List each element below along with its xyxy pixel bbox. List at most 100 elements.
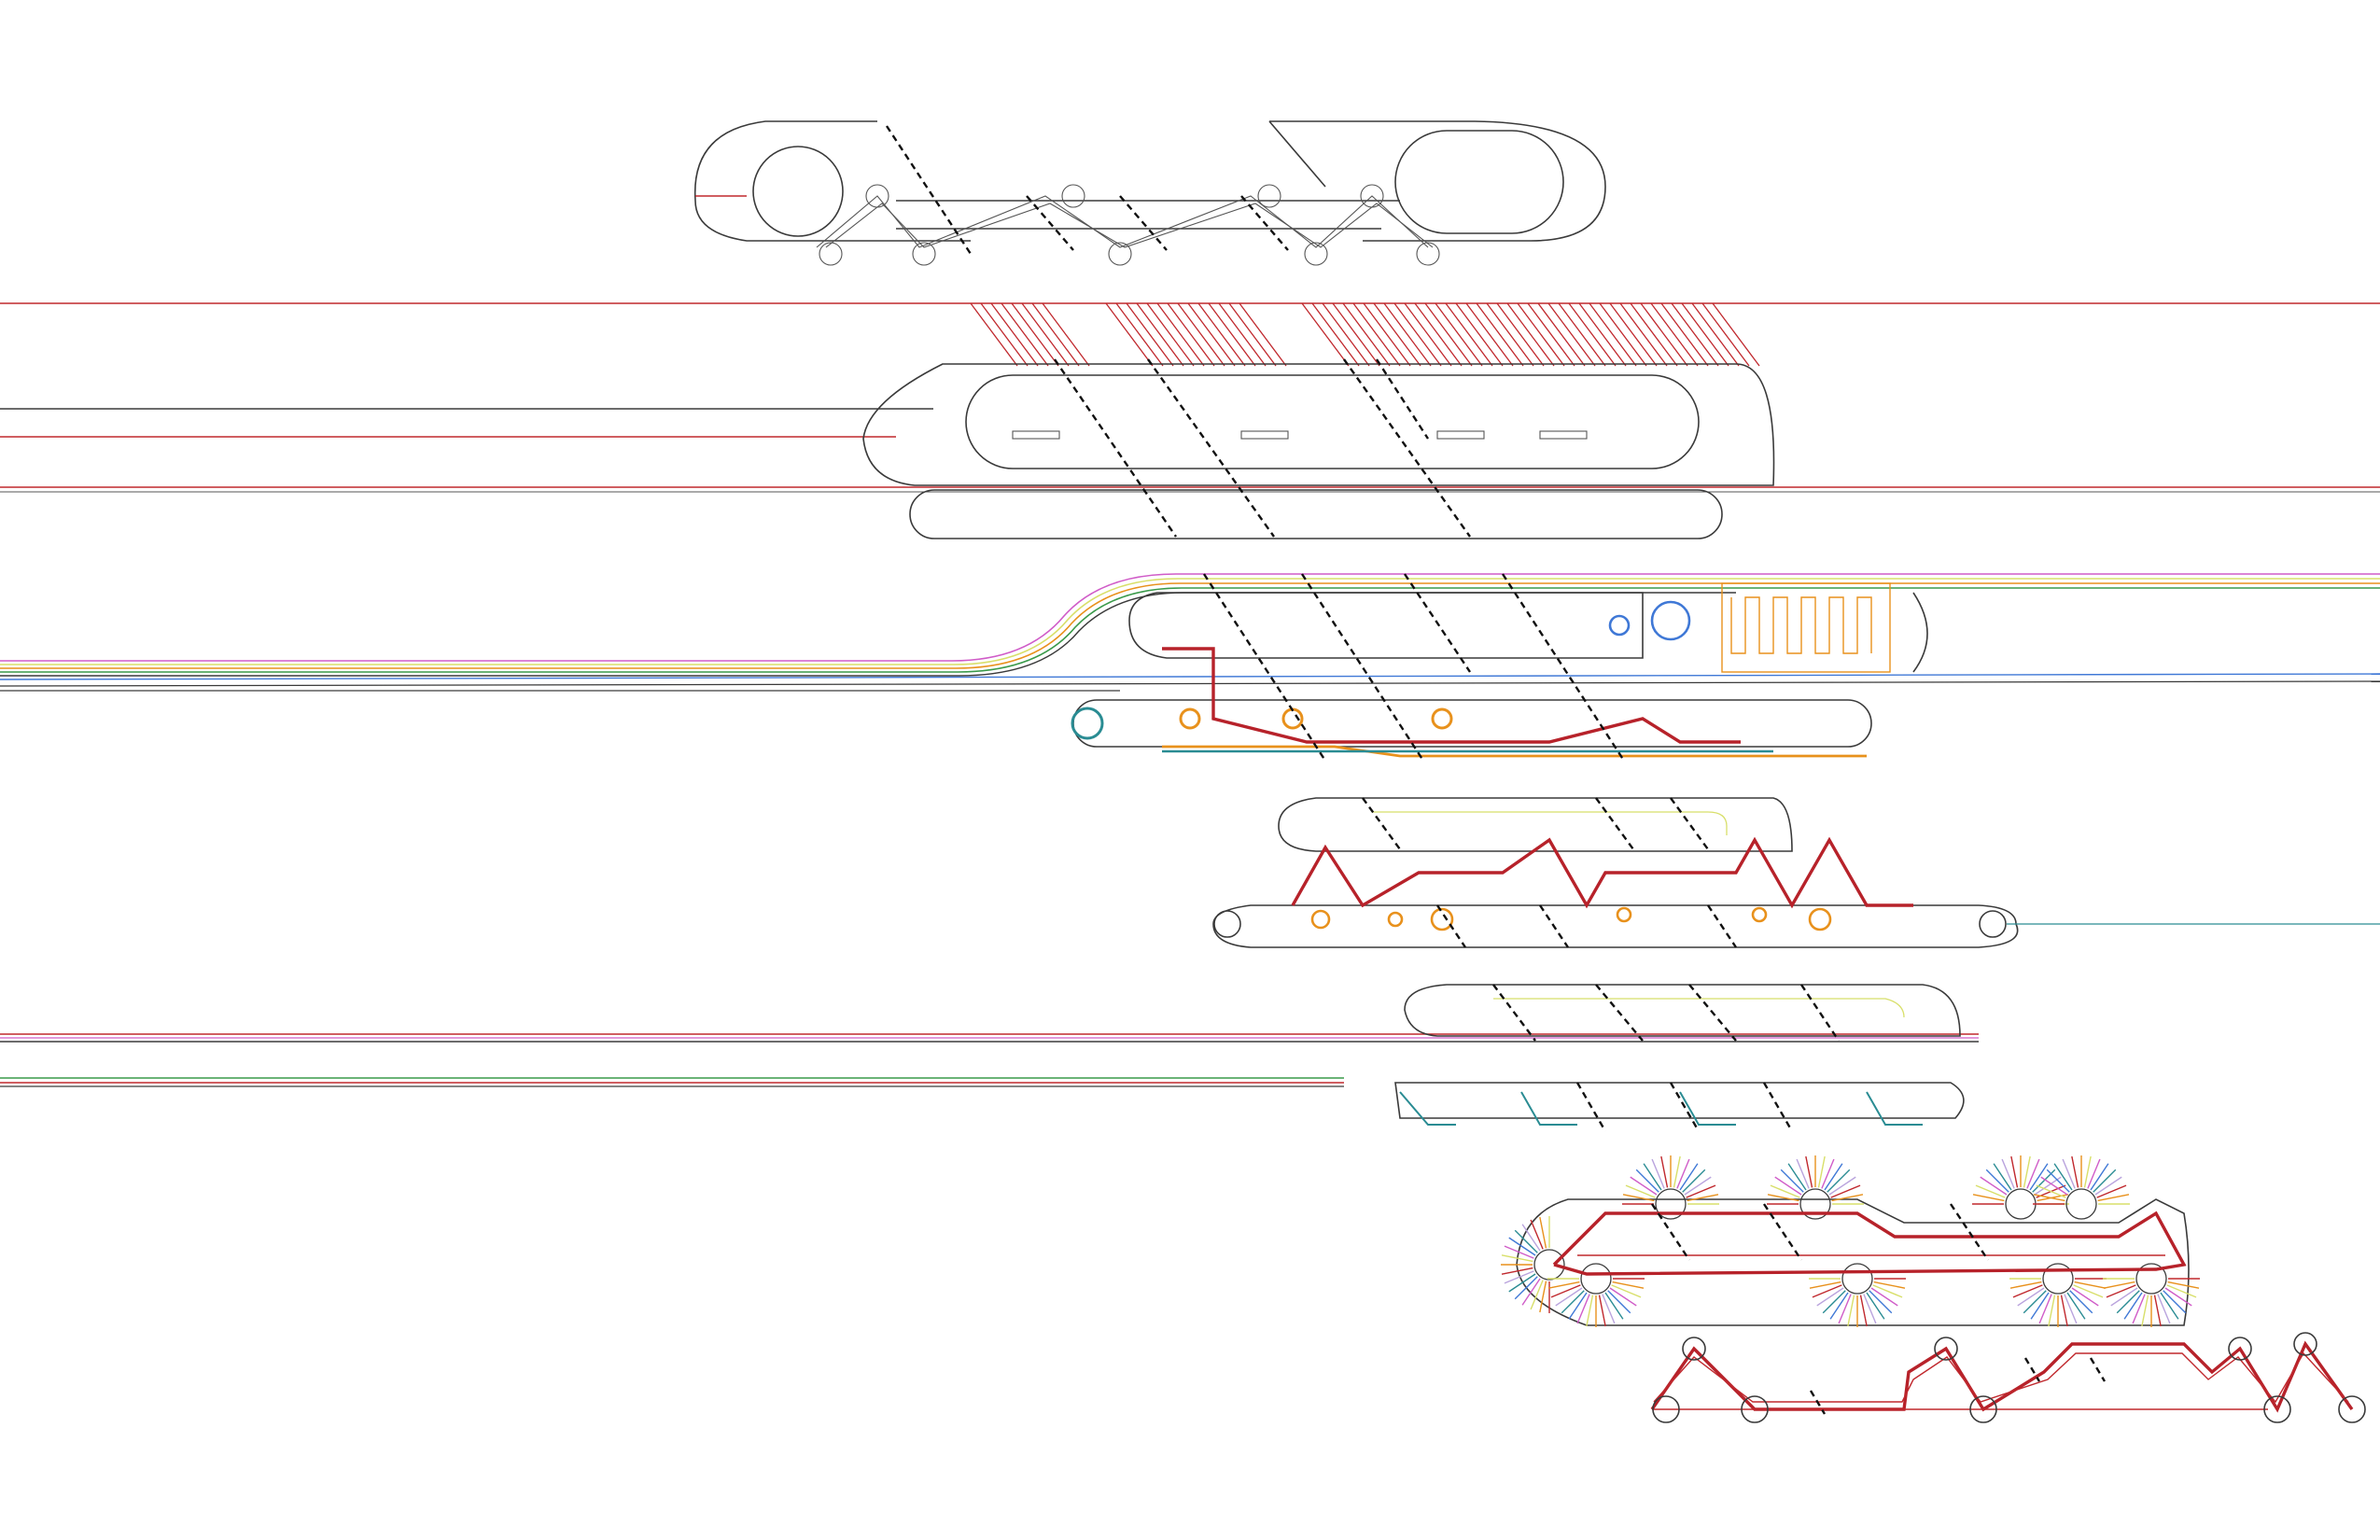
hatch-stroke xyxy=(1424,302,1473,367)
truss-outer xyxy=(1650,1340,2354,1413)
radial-fans xyxy=(1501,1155,2200,1327)
section-cut xyxy=(1054,358,1177,538)
fan-spoke xyxy=(1530,1280,1544,1310)
fan-spoke xyxy=(1643,1163,1662,1191)
section-cut xyxy=(1539,904,1569,948)
fan-spoke xyxy=(1508,1273,1536,1293)
hatch-stroke xyxy=(1383,302,1432,367)
fan-spoke xyxy=(2023,1290,2047,1314)
hatch-stroke xyxy=(1136,302,1184,367)
radial-fan xyxy=(1809,1263,1906,1327)
section-cut xyxy=(1240,195,1289,251)
fan-spoke xyxy=(1866,1292,1885,1320)
fan-spoke xyxy=(1787,1163,1807,1191)
fan-spoke xyxy=(2033,1194,2065,1202)
fan-spoke xyxy=(2017,1287,2045,1307)
assembly-red-frame xyxy=(1552,1211,2187,1276)
hatch-stroke xyxy=(1177,302,1225,367)
radial-fan xyxy=(1501,1216,1565,1313)
vehicle-upper xyxy=(1278,797,1793,852)
hatch-stroke xyxy=(1640,302,1688,367)
vehicle-nose-circle xyxy=(1213,910,1241,938)
hatch-band xyxy=(970,302,1760,367)
teal-drop-lines xyxy=(1866,1091,1923,1126)
vehicle-lower-body xyxy=(1394,1082,1965,1119)
orange-rings xyxy=(1179,707,1453,730)
section-cut xyxy=(1300,573,1425,762)
section-cut xyxy=(1809,1390,1827,1415)
section-cut xyxy=(1026,195,1074,251)
fan-spoke xyxy=(2160,1292,2179,1320)
section-cut xyxy=(1575,1082,1607,1132)
fan-spoke xyxy=(1985,1169,2009,1193)
hatch-stroke xyxy=(1486,302,1534,367)
hatch-stroke xyxy=(1363,302,1411,367)
fan-spoke xyxy=(2023,1155,2031,1188)
vehicle-window-round xyxy=(752,146,844,237)
hatch-stroke xyxy=(1506,302,1555,367)
section-cut xyxy=(1501,573,1626,762)
fan-spoke xyxy=(1838,1294,1852,1324)
fan-spoke xyxy=(1682,1169,1706,1193)
fan-spoke xyxy=(2062,1158,2076,1189)
fan-spoke xyxy=(1607,1290,1631,1314)
row-thin-vehicle xyxy=(0,984,1979,1132)
hatch-stroke xyxy=(1156,302,1205,367)
hatch-stroke xyxy=(1393,302,1442,367)
vehicle-fin xyxy=(1268,120,1326,188)
fan-spoke xyxy=(2074,1281,2107,1289)
fan-spoke xyxy=(1630,1176,1658,1196)
hatch-stroke xyxy=(1301,302,1350,367)
section-cut xyxy=(1147,358,1275,538)
radial-fan xyxy=(2009,1263,2107,1327)
train-window-strip xyxy=(965,374,1700,469)
hatch-stroke xyxy=(1496,302,1545,367)
fan-spoke xyxy=(1547,1281,1580,1289)
fan-hub xyxy=(1533,1249,1565,1281)
fan-spoke xyxy=(2030,1292,2050,1320)
hatch-stroke xyxy=(1146,302,1195,367)
fan-spoke xyxy=(1872,1284,1903,1298)
fan-spoke xyxy=(2103,1281,2135,1289)
hatch-stroke xyxy=(1455,302,1504,367)
fan-spoke xyxy=(1821,1158,1835,1189)
fan-spoke xyxy=(1827,1169,1851,1193)
vehicle-lower xyxy=(1212,904,2019,948)
wheel-row xyxy=(819,184,1440,266)
fan-spoke xyxy=(2010,1155,2019,1188)
section-cut xyxy=(1404,573,1471,673)
section-cut xyxy=(1762,1082,1794,1132)
fan-spoke xyxy=(2001,1158,2015,1189)
vehicle-body-right xyxy=(1269,120,1606,242)
section-cut xyxy=(1375,358,1430,440)
hatch-stroke xyxy=(1167,302,1215,367)
fan-spoke xyxy=(1501,1267,1533,1275)
service-red-route xyxy=(1162,647,1741,744)
fan-spoke xyxy=(1501,1254,1533,1263)
section-cut xyxy=(1651,1203,1690,1261)
fan-spoke xyxy=(1869,1290,1893,1314)
fan-spoke xyxy=(1828,1176,1856,1196)
fan-spoke xyxy=(2040,1176,2068,1196)
section-cut xyxy=(885,125,973,255)
vehicle-window-oval xyxy=(1394,130,1564,234)
row-radial-assembly xyxy=(1501,1155,2200,1327)
fan-spoke xyxy=(2087,1158,2101,1189)
fan-spoke xyxy=(1612,1281,1645,1289)
orange-rings xyxy=(1310,906,1832,931)
hatch-stroke xyxy=(1650,302,1699,367)
yellow-loop xyxy=(1372,811,1728,835)
service-line-dark xyxy=(0,680,2380,687)
fan-spoke xyxy=(1774,1176,1802,1196)
assembly-body xyxy=(1516,1198,2190,1326)
hatch-stroke xyxy=(1322,302,1370,367)
hatch-stroke xyxy=(1042,302,1090,367)
section-cut xyxy=(1595,984,1644,1042)
fan-spoke xyxy=(2132,1294,2146,1324)
fan-spoke xyxy=(2141,1295,2149,1327)
hatch-stroke xyxy=(1476,302,1524,367)
hatch-stroke xyxy=(1021,302,1070,367)
row-service-diagram xyxy=(0,573,2380,762)
service-car-cage-zig xyxy=(1730,596,1872,654)
